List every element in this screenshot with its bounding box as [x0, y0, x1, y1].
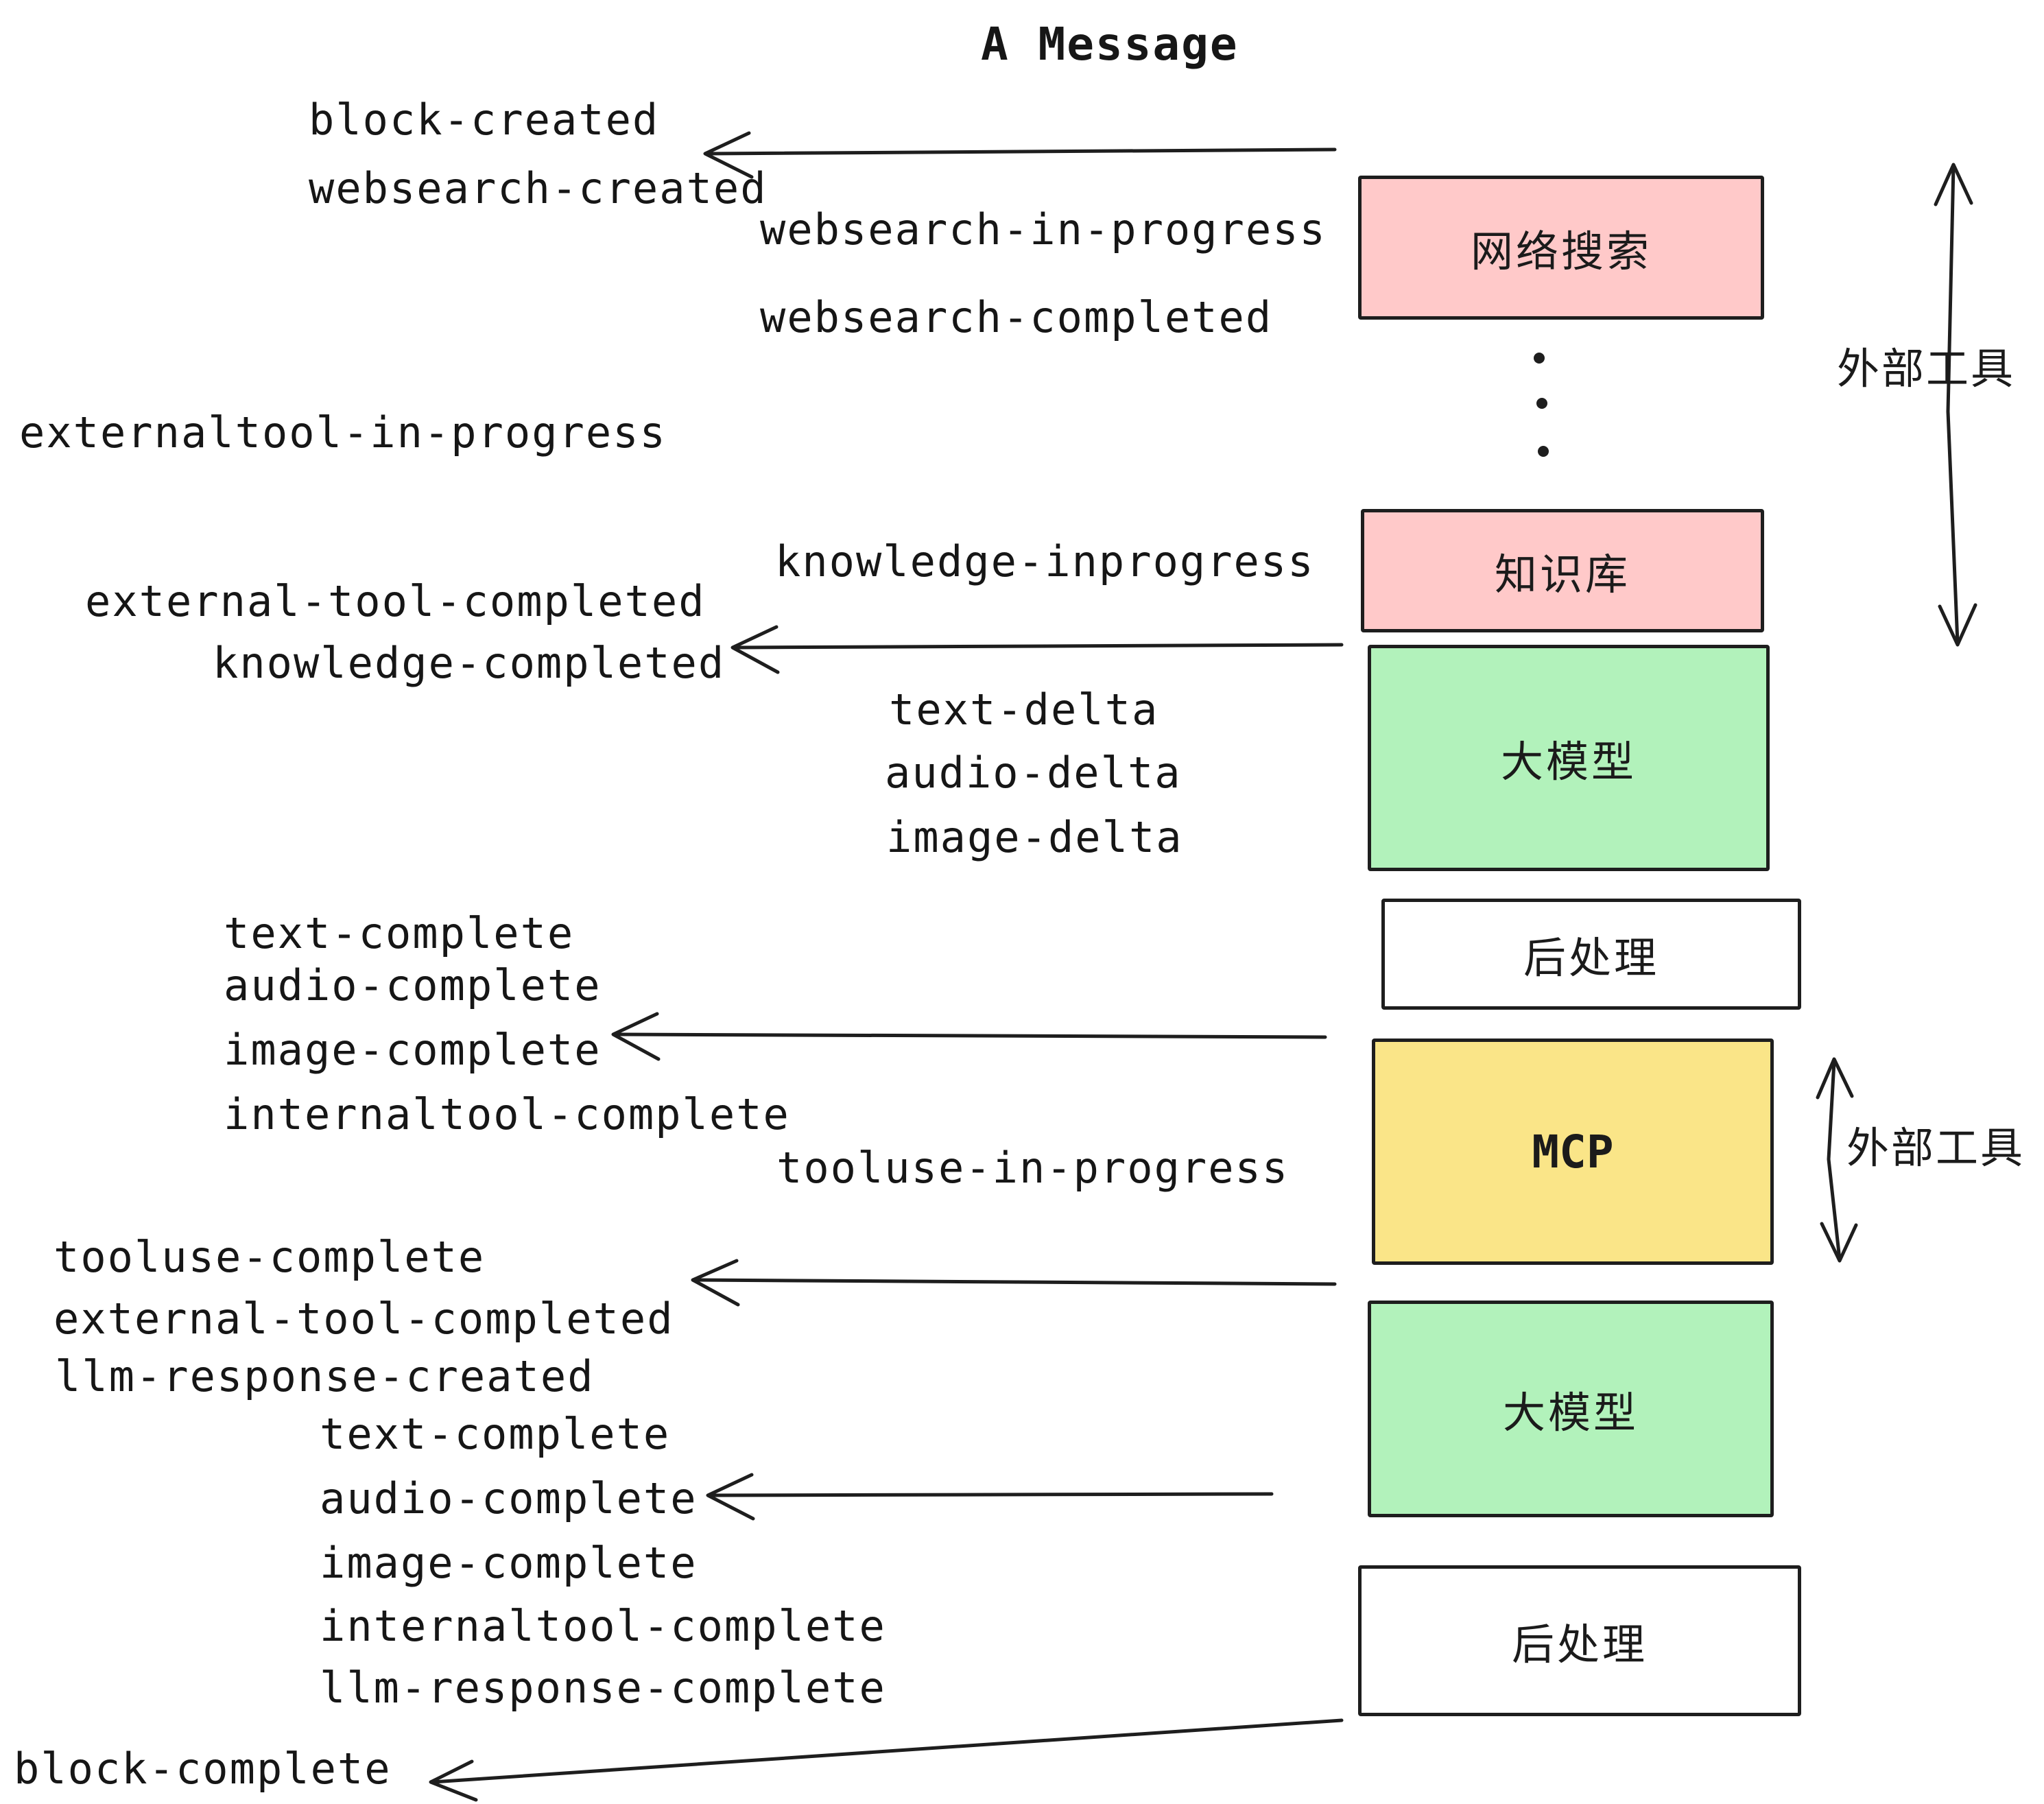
event-external-tool-completed-1: external-tool-completed — [85, 576, 706, 626]
event-websearch-created: websearch-created — [309, 163, 768, 213]
node-websearch: 网络搜索 — [1358, 176, 1764, 320]
external-tools-label-top: 外部工具 — [1837, 346, 2016, 393]
event-externaltool-in-progress: externaltool-in-progress — [19, 407, 667, 458]
event-audio-complete-1: audio-complete — [224, 960, 602, 1010]
event-tooluse-in-progress: tooluse-in-progress — [776, 1143, 1290, 1193]
event-text-complete-2: text-complete — [320, 1409, 671, 1459]
event-text-complete-1: text-complete — [224, 908, 575, 958]
event-llm-response-created: llm-response-created — [55, 1351, 595, 1401]
node-postprocess-1: 后处理 — [1381, 899, 1801, 1010]
arrow-audio-complete — [706, 1473, 1274, 1521]
arrow-knowledge-completed — [730, 625, 1344, 674]
event-audio-complete-2: audio-complete — [320, 1473, 698, 1523]
vertical-ellipsis-icon — [1534, 353, 1549, 457]
node-llm-1-label: 大模型 — [1500, 739, 1637, 786]
arrow-image-complete — [611, 1012, 1327, 1061]
diagram-title: A Message — [981, 18, 1239, 71]
arrow-block-complete — [429, 1718, 1344, 1802]
node-mcp-label: MCP — [1532, 1125, 1614, 1178]
node-mcp: MCP — [1372, 1039, 1774, 1265]
event-block-created: block-created — [309, 95, 660, 145]
event-internaltool-complete-2: internaltool-complete — [320, 1601, 886, 1651]
arrow-tooluse-complete — [691, 1259, 1337, 1307]
event-image-delta-1: image-delta — [886, 812, 1183, 862]
event-external-tool-completed-2: external-tool-completed — [54, 1294, 674, 1344]
node-llm-2-label: 大模型 — [1502, 1390, 1639, 1437]
event-internaltool-complete-1: internaltool-complete — [224, 1089, 790, 1139]
node-postprocess-2-label: 后处理 — [1511, 1622, 1648, 1669]
event-image-complete-1: image-complete — [224, 1025, 602, 1075]
event-websearch-completed: websearch-completed — [760, 292, 1273, 342]
event-text-delta-1: text-delta — [889, 685, 1159, 735]
node-llm-2: 大模型 — [1368, 1301, 1774, 1517]
event-block-complete: block-complete — [14, 1744, 392, 1794]
event-llm-response-complete: llm-response-complete — [320, 1663, 886, 1713]
event-tooluse-complete: tooluse-complete — [54, 1232, 486, 1282]
node-knowledge-label: 知识库 — [1494, 551, 1630, 599]
external-tools-label-mcp: 外部工具 — [1846, 1125, 2025, 1172]
node-websearch-label: 网络搜索 — [1470, 228, 1652, 276]
event-knowledge-completed: knowledge-completed — [213, 638, 726, 688]
event-audio-delta-1: audio-delta — [885, 748, 1182, 798]
arrow-external-tools-top — [1934, 163, 1977, 647]
arrow-external-tools-mcp — [1816, 1057, 1858, 1263]
node-postprocess-2: 后处理 — [1358, 1565, 1801, 1716]
event-image-complete-2: image-complete — [320, 1538, 698, 1588]
event-websearch-in-progress: websearch-in-progress — [760, 204, 1327, 254]
event-knowledge-inprogress: knowledge-inprogress — [775, 536, 1315, 586]
node-llm-1: 大模型 — [1368, 645, 1770, 871]
arrow-block-created — [703, 131, 1337, 179]
node-postprocess-1-label: 后处理 — [1523, 935, 1659, 982]
node-knowledge: 知识库 — [1361, 509, 1764, 632]
